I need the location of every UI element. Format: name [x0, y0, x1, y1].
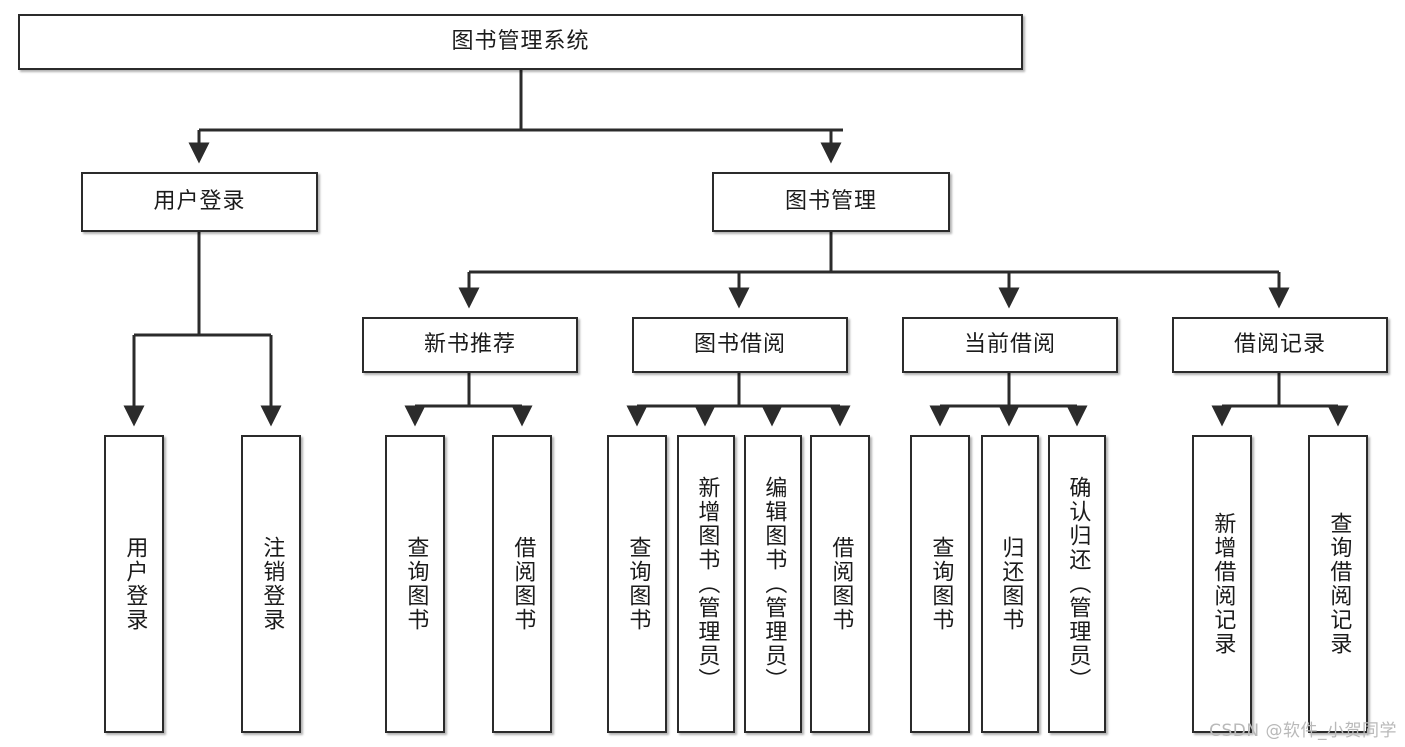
node-borrow-records-label: 借阅记录 [1233, 331, 1326, 357]
leaf-user-login[interactable]: 用户登录 [104, 435, 164, 733]
node-user-login[interactable]: 用户登录 [81, 172, 318, 232]
leaf-edit-book-admin[interactable]: 编辑图书（管理员） [744, 435, 802, 733]
leaf-borrow-book[interactable]: 借阅图书 [810, 435, 870, 733]
leaf-query-book-borrow[interactable]: 查询图书 [607, 435, 667, 733]
leaf-borrow-book-recommend[interactable]: 借阅图书 [492, 435, 552, 733]
leaf-add-book-admin[interactable]: 新增图书（管理员） [677, 435, 735, 733]
node-new-book-recommend-label: 新书推荐 [423, 331, 516, 357]
leaf-query-book-borrow-label: 查询图书 [625, 536, 651, 632]
leaf-confirm-return-admin-label: 确认归还（管理员） [1065, 476, 1091, 692]
leaf-add-book-admin-label: 新增图书（管理员） [694, 476, 720, 692]
leaf-add-borrow-record-label: 新增借阅记录 [1210, 512, 1236, 656]
leaf-return-book[interactable]: 归还图书 [981, 435, 1039, 733]
node-borrow-records[interactable]: 借阅记录 [1172, 317, 1388, 373]
leaf-add-borrow-record[interactable]: 新增借阅记录 [1192, 435, 1252, 733]
leaf-query-book-recommend[interactable]: 查询图书 [385, 435, 445, 733]
node-current-borrow-label: 当前借阅 [963, 331, 1056, 357]
leaf-user-login-label: 用户登录 [122, 536, 148, 632]
node-user-login-label: 用户登录 [153, 188, 246, 214]
leaf-borrow-book-label: 借阅图书 [828, 536, 854, 632]
watermark: CSDN @软件_小贺同学 [1209, 721, 1397, 741]
leaf-borrow-book-recommend-label: 借阅图书 [510, 536, 536, 632]
node-book-management[interactable]: 图书管理 [712, 172, 950, 232]
node-book-management-label: 图书管理 [784, 188, 877, 214]
leaf-edit-book-admin-label: 编辑图书（管理员） [761, 476, 787, 692]
node-new-book-recommend[interactable]: 新书推荐 [362, 317, 578, 373]
leaf-query-book-recommend-label: 查询图书 [403, 536, 429, 632]
leaf-query-borrow-record-label: 查询借阅记录 [1326, 512, 1352, 656]
leaf-logout-label: 注销登录 [259, 536, 285, 632]
leaf-return-book-label: 归还图书 [998, 536, 1024, 632]
leaf-confirm-return-admin[interactable]: 确认归还（管理员） [1048, 435, 1106, 733]
leaf-query-borrow-record[interactable]: 查询借阅记录 [1308, 435, 1368, 733]
leaf-query-book-current[interactable]: 查询图书 [910, 435, 970, 733]
leaf-query-book-current-label: 查询图书 [928, 536, 954, 632]
node-current-borrow[interactable]: 当前借阅 [902, 317, 1118, 373]
node-book-borrow-label: 图书借阅 [693, 331, 786, 357]
node-root-label: 图书管理系统 [451, 28, 590, 54]
node-book-borrow[interactable]: 图书借阅 [632, 317, 848, 373]
node-root[interactable]: 图书管理系统 [18, 14, 1023, 70]
leaf-logout[interactable]: 注销登录 [241, 435, 301, 733]
